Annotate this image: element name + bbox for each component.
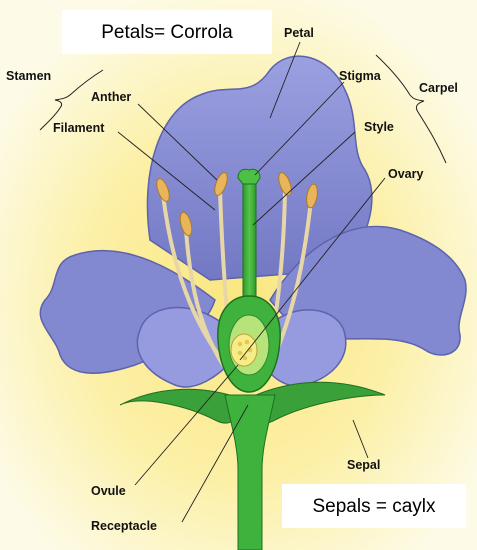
- label-sepal: Sepal: [347, 458, 380, 472]
- label-anther: Anther: [91, 90, 131, 104]
- label-carpel: Carpel: [419, 81, 458, 95]
- style: [243, 180, 256, 300]
- label-ovary: Ovary: [388, 167, 423, 181]
- annotation-petals: Petals= Corrola: [62, 10, 272, 54]
- label-receptacle: Receptacle: [91, 519, 157, 533]
- stigma: [238, 169, 260, 184]
- label-stigma: Stigma: [339, 69, 382, 83]
- label-ovule: Ovule: [91, 484, 126, 498]
- annotation-sepals: Sepals = caylx: [282, 484, 466, 528]
- label-style: Style: [364, 120, 394, 134]
- label-petal: Petal: [284, 26, 314, 40]
- ovule: [231, 334, 257, 366]
- label-filament: Filament: [53, 121, 105, 135]
- label-stamen: Stamen: [6, 69, 51, 83]
